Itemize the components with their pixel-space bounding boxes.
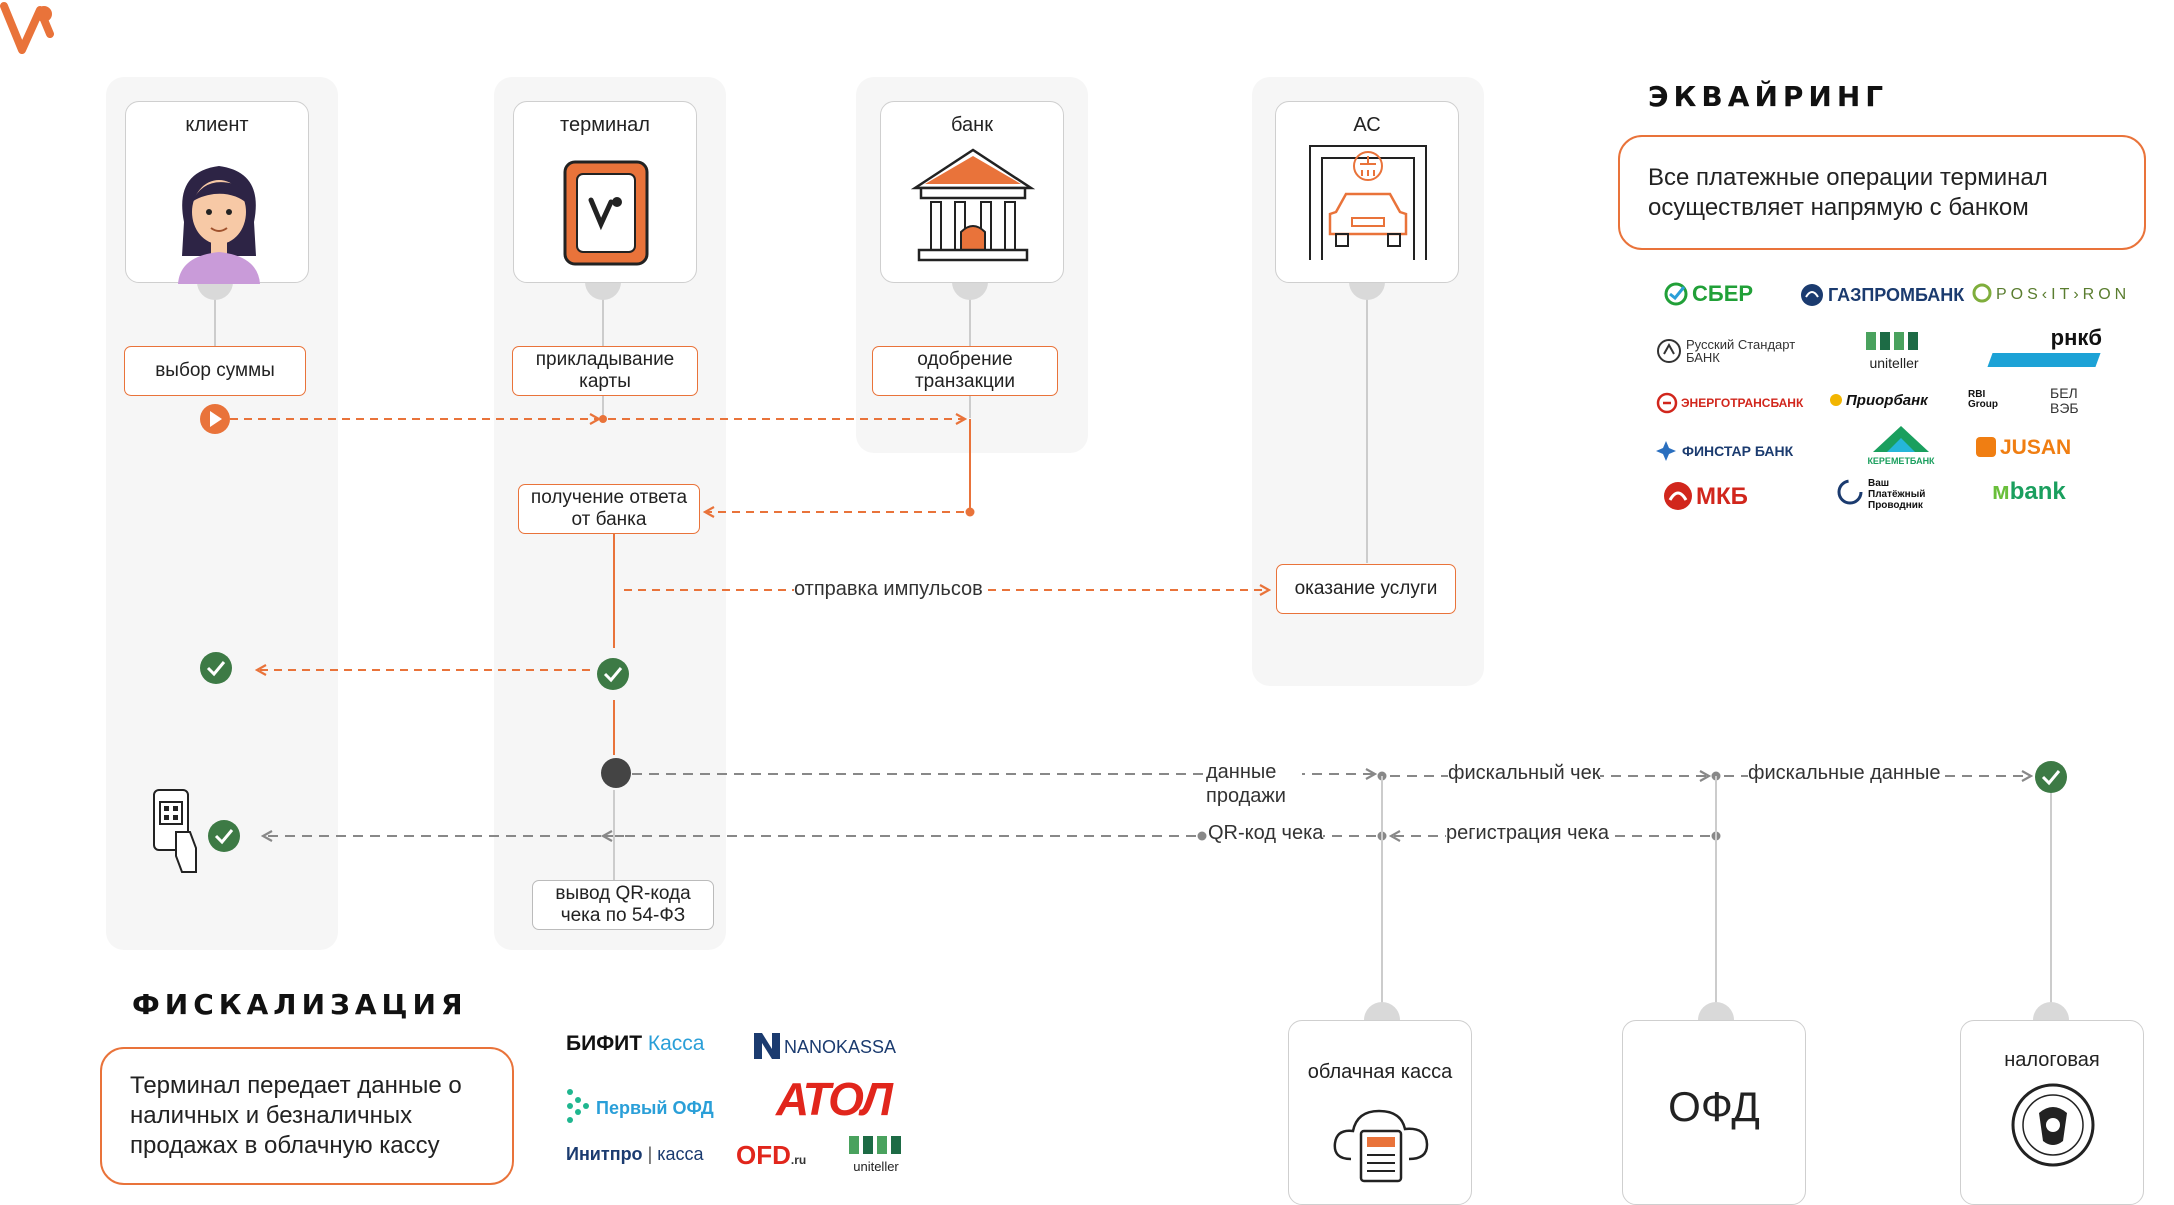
uniteller-icon-2 <box>849 1136 901 1154</box>
priorbank-dot-icon <box>1830 394 1842 406</box>
provider-logo-pervy-ofd: Первый ОФД <box>564 1086 714 1126</box>
client-card: клиент <box>125 101 309 284</box>
client-avatar-icon <box>178 166 260 284</box>
gazprombank-icon <box>1801 284 1823 306</box>
car-wash-icon <box>1309 145 1427 260</box>
step-choose-amount: выбор суммы <box>124 346 306 396</box>
bank-logo-finstar: ФИНСТАР БАНК <box>1654 439 1793 463</box>
label-sales-data: данные продажи <box>1206 760 1302 808</box>
cloud-kassa-card: облачная касса <box>1288 1020 1472 1205</box>
bank-logo-sber: СБЕР <box>1664 281 1753 307</box>
fiscalization-callout: Терминал передает данные о наличных и бе… <box>100 1047 514 1185</box>
bank-logo-rbi: RBI Group <box>1968 389 1998 410</box>
step-approve-transaction: одобрение транзакции <box>872 346 1058 396</box>
initpro-divider: | <box>642 1144 658 1164</box>
pervy-ofd-icon <box>567 1089 589 1123</box>
provider-logo-ofd-ru: OFD.ru <box>736 1140 807 1170</box>
label-qr-receipt: QR-код чека <box>1208 822 1324 845</box>
bank-logo-rnkb: рнкб <box>1987 325 2102 369</box>
ofd-title: ОФД <box>1668 1083 1760 1130</box>
phone-qr-icon <box>153 789 197 873</box>
tax-title: налоговая <box>2004 1049 2100 1071</box>
ofd-card: ОФД <box>1622 1020 1806 1205</box>
tax-card: налоговая <box>1960 1020 2144 1205</box>
bank-logo-mbank: мbank <box>1992 478 2066 505</box>
brand-logo-icon <box>0 2 54 54</box>
bank-logo-gazprombank: ГАЗПРОМБАНК <box>1800 283 1964 307</box>
nanokassa-icon <box>754 1033 780 1059</box>
bank-logo-positron: POS‹IT›RON <box>1972 283 2130 304</box>
label-fiscal-data: фискальные данные <box>1748 762 1941 785</box>
finstar-icon <box>1656 441 1676 461</box>
as-title: АС <box>1353 114 1381 136</box>
bank-logo-vpp: Ваш Платёжный Проводник <box>1836 478 1956 511</box>
bank-logo-uniteller: uniteller <box>1864 330 1924 371</box>
acquiring-heading: ЭКВАЙРИНГ <box>1648 80 1889 113</box>
mkb-icon <box>1664 482 1692 510</box>
acquiring-callout: Все платежные операции терминал осуществ… <box>1618 135 2146 250</box>
label-fiscal-receipt: фискальный чек <box>1448 762 1601 785</box>
cloud-kassa-title: облачная касса <box>1307 1061 1453 1083</box>
mbank-m-icon: м <box>1992 478 2010 505</box>
as-card: АС <box>1275 101 1459 283</box>
provider-logo-atol: АТОЛ <box>776 1073 893 1125</box>
sber-check-icon <box>1664 282 1688 306</box>
uniteller-icon <box>1866 332 1918 350</box>
provider-logo-bifit: БИФИТ Касса <box>566 1032 705 1055</box>
provider-logo-uniteller: uniteller <box>846 1134 906 1174</box>
terminal-title: терминал <box>560 114 650 136</box>
fiscalization-heading: ФИСКАЛИЗАЦИЯ <box>132 988 468 1021</box>
bank-logo-mkb: МКБ <box>1662 480 1748 512</box>
keremet-icon <box>1873 426 1929 452</box>
energotransbank-icon <box>1656 392 1678 414</box>
russian-standard-icon <box>1657 339 1681 363</box>
tax-service-emblem-icon <box>2011 1083 2095 1167</box>
jusan-square-icon <box>1976 437 1996 457</box>
cloud-register-icon <box>1333 1109 1429 1183</box>
client-title: клиент <box>185 114 249 136</box>
label-pulses: отправка импульсов <box>794 578 983 601</box>
bank-card: банк <box>880 101 1064 283</box>
bank-logo-russian-standard: Русский Стандарт БАНК <box>1656 338 1816 364</box>
payment-terminal-icon <box>563 160 649 266</box>
step-qr-output: вывод QR-кода чека по 54-ФЗ <box>532 880 714 930</box>
provider-logo-nanokassa: NANOKASSA <box>752 1031 896 1061</box>
bank-title: банк <box>951 114 993 136</box>
terminal-card: терминал <box>513 101 697 283</box>
step-tap-card: прикладывание карты <box>512 346 698 396</box>
vpp-icon <box>1837 479 1863 505</box>
bank-logo-energotransbank: ЭНЕРГОТРАНСБАНК <box>1656 392 1803 414</box>
step-bank-response: получение ответа от банка <box>518 484 700 534</box>
bank-logo-keremet: КЕРЕМЕТБАНК <box>1866 424 1936 466</box>
bank-logo-priorbank: Приорбанк <box>1830 392 1928 409</box>
bank-building-icon <box>911 148 1035 262</box>
step-service: оказание услуги <box>1276 564 1456 614</box>
bank-logo-belveb: БЕЛ ВЭБ <box>2050 385 2079 416</box>
bank-logo-jusan: JUSAN <box>1976 436 2071 460</box>
label-receipt-registration: регистрация чека <box>1446 822 1609 845</box>
rnkb-stripe <box>1987 353 2101 367</box>
positron-icon <box>1972 283 1992 303</box>
provider-logo-initpro: Инитпро | касса <box>566 1144 704 1164</box>
